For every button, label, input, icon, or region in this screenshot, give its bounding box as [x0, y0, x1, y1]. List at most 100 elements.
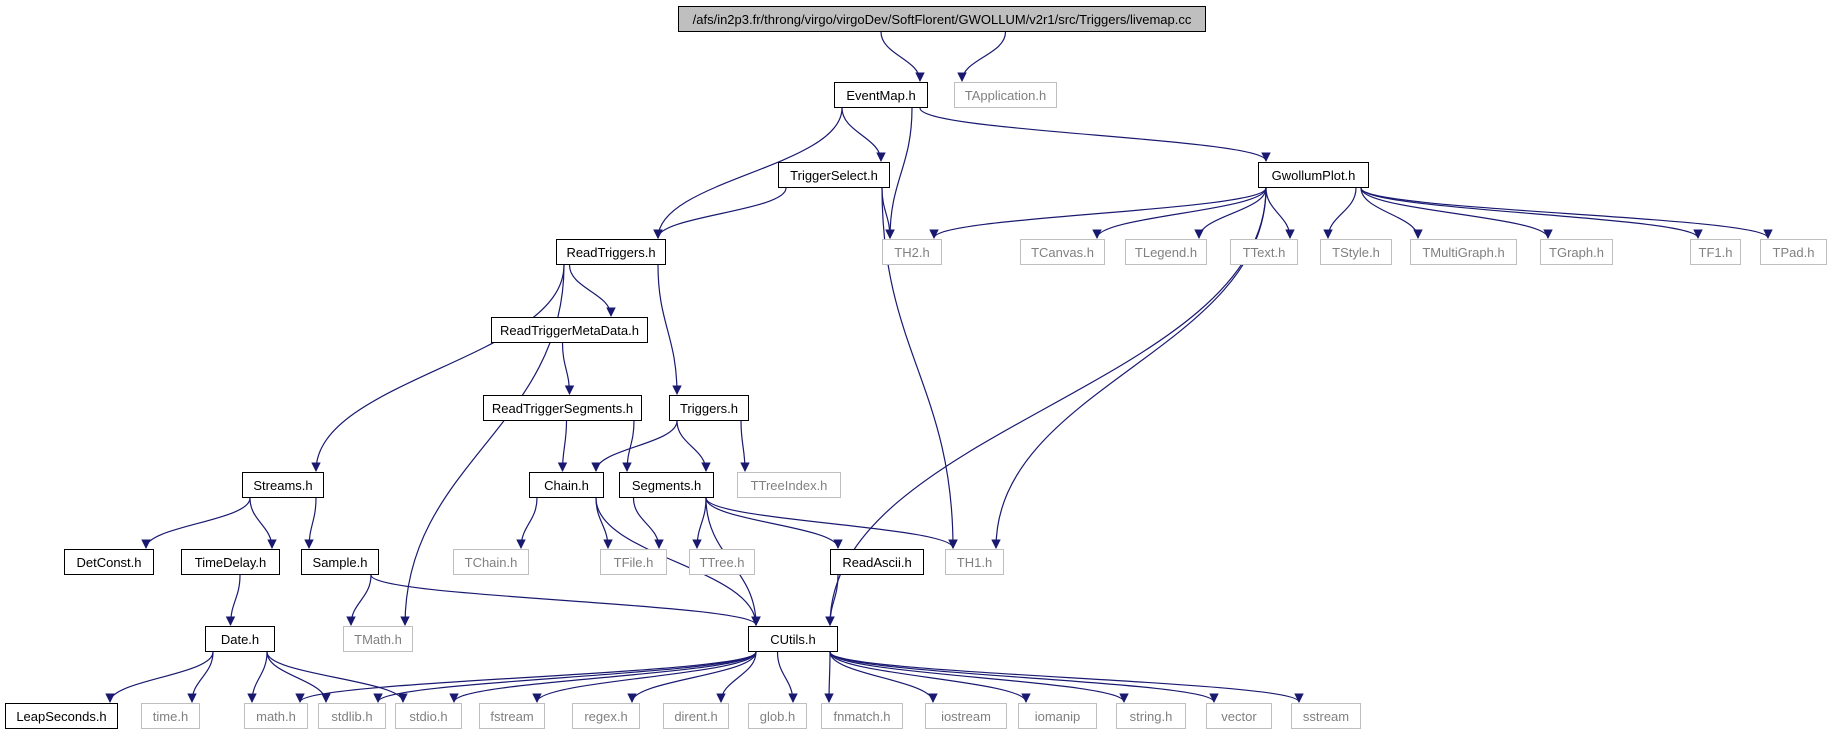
edge-readascii-to-cutils [825, 574, 839, 626]
edge-sample-to-tmath [346, 574, 372, 626]
edge-readtriggers-to-streams [311, 264, 565, 472]
edge-gwollumplot-to-tf1 [1360, 187, 1703, 239]
edge-cutils-to-fnmatch [824, 651, 834, 703]
node-fnmatch: fnmatch.h [821, 703, 903, 729]
node-ttreeindex: TTreeIndex.h [737, 472, 841, 498]
edge-segments-to-tfile [632, 497, 664, 549]
edge-cutils-to-stdlib [373, 651, 757, 703]
node-regex: regex.h [572, 703, 640, 729]
edge-date-to-leapseconds [105, 651, 214, 703]
node-iostream: iostream [925, 703, 1007, 729]
node-timedelay[interactable]: TimeDelay.h [181, 549, 280, 575]
edge-cutils-to-fstream [532, 651, 757, 703]
node-tgraph: TGraph.h [1540, 239, 1613, 265]
node-sample[interactable]: Sample.h [301, 549, 379, 575]
node-tmath: TMath.h [343, 626, 413, 652]
edge-cutils-to-glob [776, 651, 798, 703]
node-time: time.h [141, 703, 200, 729]
node-math: math.h [244, 703, 308, 729]
edge-readtriggersegments-to-segments [622, 420, 635, 472]
node-chain[interactable]: Chain.h [529, 472, 604, 498]
edge-readtriggers-to-triggers [657, 264, 682, 395]
edge-timedelay-to-date [225, 574, 241, 626]
edge-segments-to-ttree [692, 497, 707, 549]
node-readtriggersegments[interactable]: ReadTriggerSegments.h [483, 395, 642, 421]
node-tmultigraph: TMultiGraph.h [1410, 239, 1517, 265]
edge-gwollumplot-to-th2 [929, 187, 1267, 239]
node-detconst[interactable]: DetConst.h [64, 549, 154, 575]
node-fstream: fstream [479, 703, 545, 729]
node-glob: glob.h [748, 703, 807, 729]
edge-chain-to-cutils [595, 497, 761, 626]
edge-sample-to-cutils [370, 574, 761, 626]
node-tf1: TF1.h [1690, 239, 1741, 265]
node-triggerselect[interactable]: TriggerSelect.h [778, 162, 890, 188]
node-readtriggers[interactable]: ReadTriggers.h [556, 239, 666, 265]
node-th2: TH2.h [882, 239, 942, 265]
edge-eventmap-to-readtriggers [653, 107, 843, 239]
edge-cutils-to-string [829, 651, 1129, 703]
node-root[interactable]: /afs/in2p3.fr/throng/virgo/virgoDev/Soft… [678, 6, 1206, 32]
edge-cutils-to-vector [829, 651, 1219, 703]
edge-gwollumplot-to-tgraph [1360, 187, 1553, 239]
node-eventmap[interactable]: EventMap.h [834, 82, 928, 108]
edge-eventmap-to-th2 [885, 107, 913, 239]
edge-segments-to-th1 [705, 497, 958, 549]
node-stdio: stdio.h [395, 703, 462, 729]
edge-cutils-to-stdio [449, 651, 757, 703]
edge-streams-to-timedelay [249, 497, 277, 549]
node-streams[interactable]: Streams.h [242, 472, 324, 498]
edge-readtriggermetadata-to-readtriggersegments [561, 342, 575, 395]
node-tchain: TChain.h [453, 549, 529, 575]
node-dirent: dirent.h [663, 703, 729, 729]
node-th1: TH1.h [945, 549, 1004, 575]
edge-root-to-tapplication [957, 31, 1007, 82]
node-string: string.h [1116, 703, 1186, 729]
edge-cutils-to-sstream [829, 651, 1304, 703]
edge-readtriggersegments-to-chain [557, 420, 568, 472]
edge-cutils-to-math [295, 651, 757, 703]
edge-gwollumplot-to-tmultigraph [1360, 187, 1423, 239]
edge-date-to-stdio [266, 651, 408, 703]
edge-triggers-to-chain [591, 420, 678, 472]
edge-gwollumplot-to-tpad [1360, 187, 1773, 239]
edge-cutils-to-regex [627, 651, 757, 703]
node-segments[interactable]: Segments.h [619, 472, 714, 498]
edge-gwollumplot-to-tstyle [1323, 187, 1357, 239]
node-tapplication: TApplication.h [954, 82, 1057, 108]
edge-cutils-to-iostream [829, 651, 938, 703]
edge-date-to-stdlib [266, 651, 331, 703]
edge-segments-to-readascii [705, 497, 843, 549]
node-tpad: TPad.h [1760, 239, 1827, 265]
edge-gwollumplot-to-tlegend [1194, 187, 1267, 239]
edge-streams-to-sample [304, 497, 317, 549]
edge-eventmap-to-gwollumplot [919, 107, 1271, 162]
edge-readtriggers-to-readtriggermetadata [568, 264, 616, 317]
edge-triggers-to-segments [676, 420, 711, 472]
node-tlegend: TLegend.h [1125, 239, 1207, 265]
node-triggers[interactable]: Triggers.h [669, 395, 749, 421]
node-ttree: TTree.h [689, 549, 755, 575]
node-stdlib: stdlib.h [318, 703, 386, 729]
node-readascii[interactable]: ReadAscii.h [830, 549, 924, 575]
edge-triggers-to-ttreeindex [740, 420, 750, 472]
edge-chain-to-tchain [516, 497, 538, 549]
edge-cutils-to-iomanip [829, 651, 1031, 703]
node-tstyle: TStyle.h [1320, 239, 1392, 265]
edge-eventmap-to-triggerselect [841, 107, 886, 162]
edge-chain-to-tfile [595, 497, 613, 549]
edge-gwollumplot-to-tcanvas [1092, 187, 1267, 239]
edge-root-to-eventmap [880, 31, 925, 82]
node-readtriggermetadata[interactable]: ReadTriggerMetaData.h [491, 317, 648, 343]
edge-gwollumplot-to-ttext [1265, 187, 1295, 239]
edge-date-to-time [187, 651, 214, 703]
node-date[interactable]: Date.h [205, 626, 275, 652]
node-cutils[interactable]: CUtils.h [748, 626, 838, 652]
edge-streams-to-detconst [141, 497, 251, 549]
edge-date-to-math [247, 651, 268, 703]
node-gwollumplot[interactable]: GwollumPlot.h [1258, 162, 1369, 188]
node-leapseconds[interactable]: LeapSeconds.h [5, 703, 118, 729]
node-sstream: sstream [1291, 703, 1361, 729]
